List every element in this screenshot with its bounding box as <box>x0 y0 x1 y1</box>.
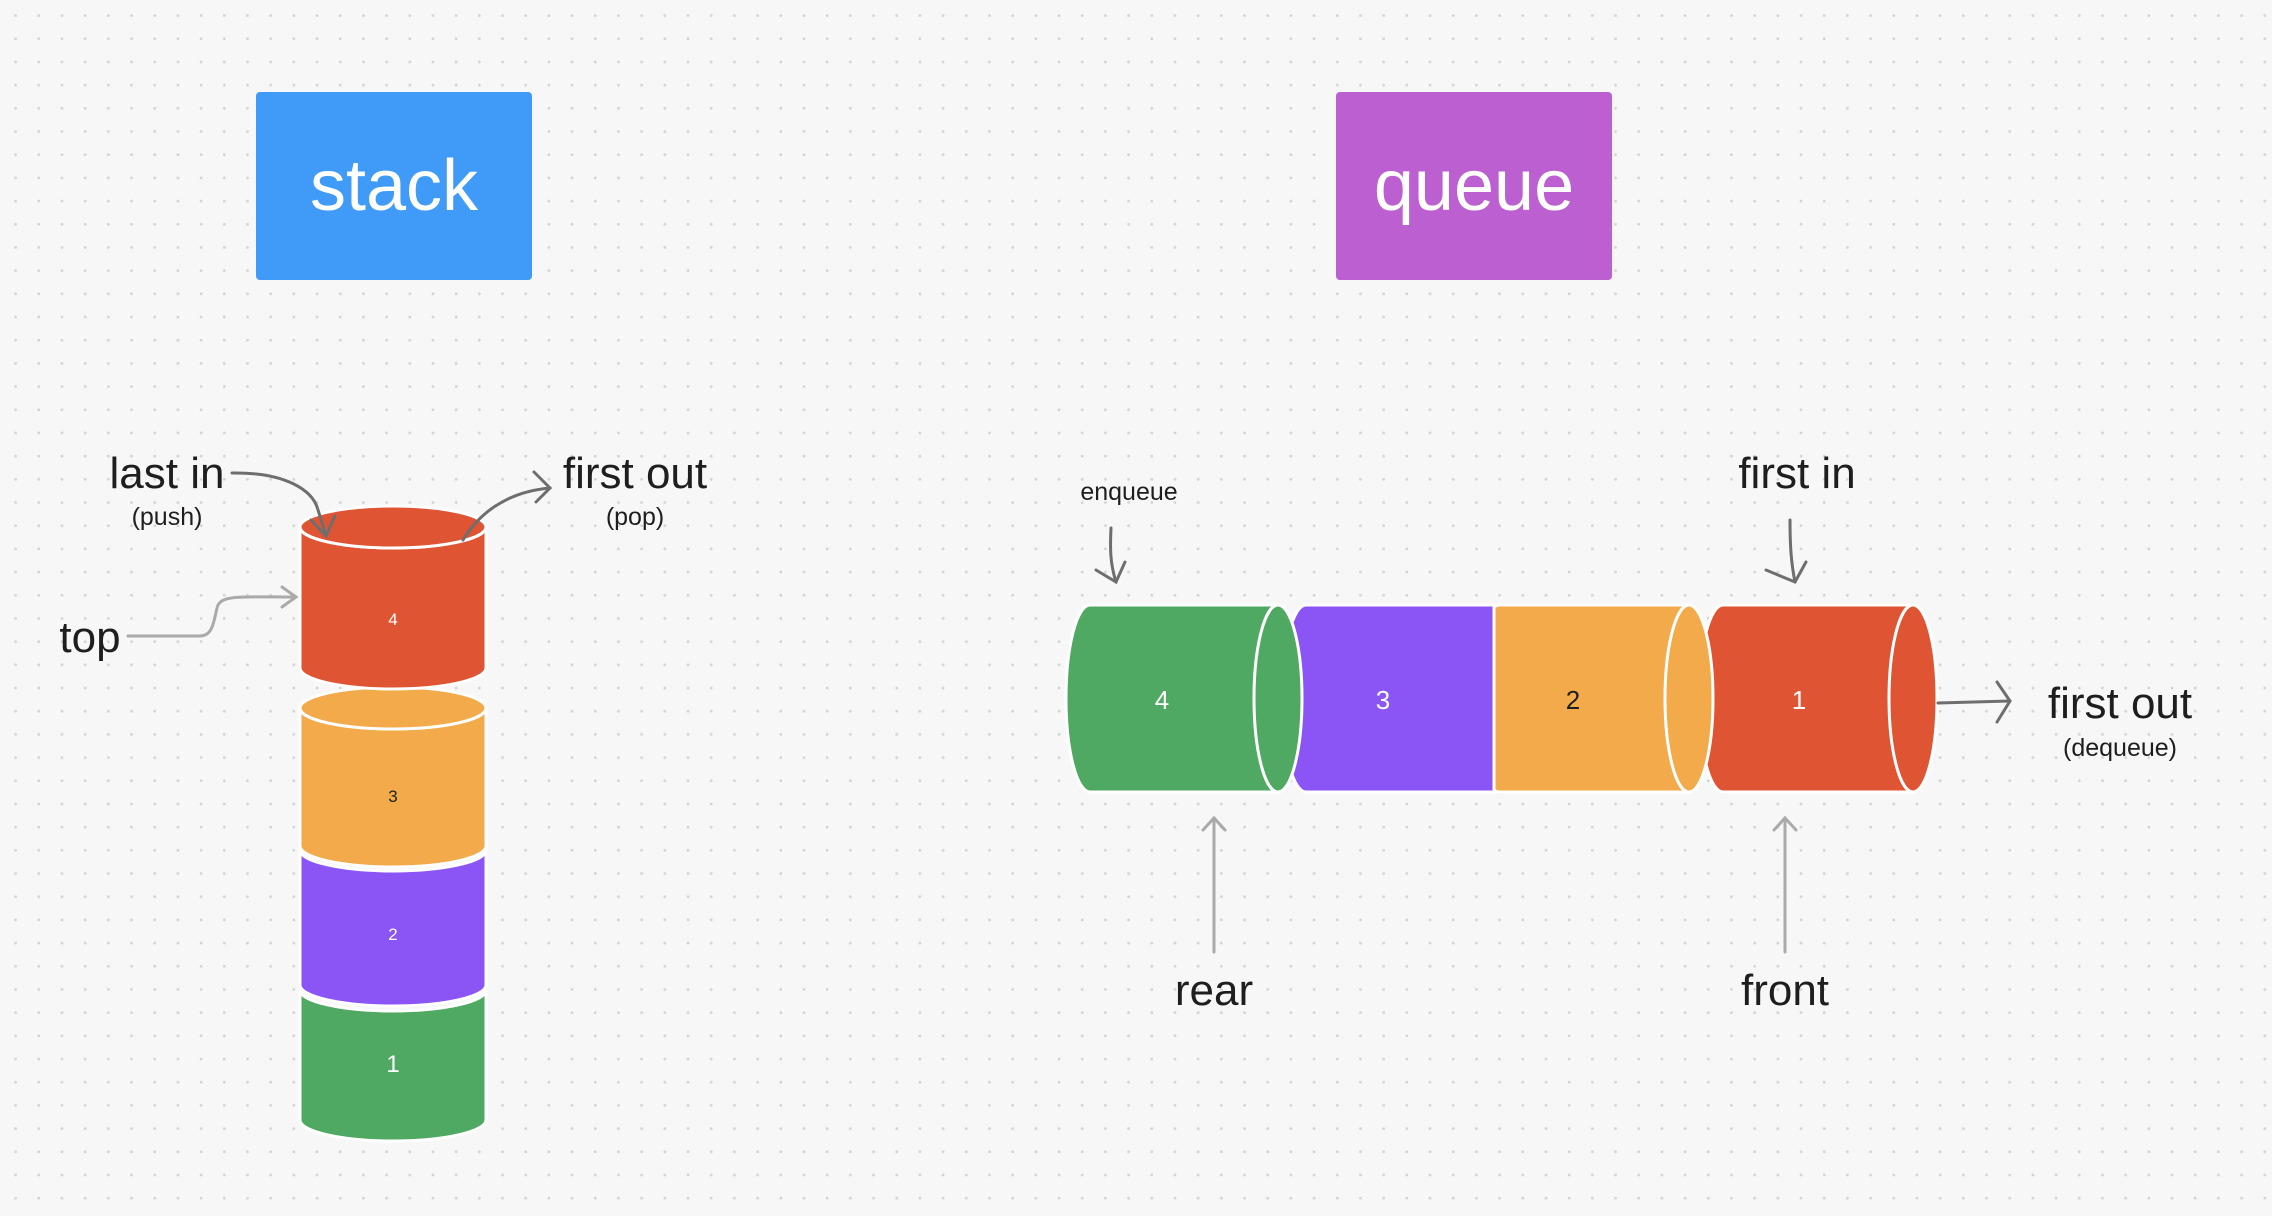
dequeue-arrow <box>1936 680 2012 724</box>
stack-top-label: top <box>59 613 120 662</box>
stack-first-out-label: first out <box>563 449 707 498</box>
queue-enqueue-label: enqueue <box>1080 478 1177 506</box>
queue-item-label: 3 <box>1376 685 1390 715</box>
queue-item-1: 1 <box>1697 603 1939 794</box>
first-in-arrow <box>1764 518 1808 584</box>
queue-dequeue-label: (dequeue) <box>2063 734 2177 762</box>
stack-item-label: 3 <box>388 787 397 806</box>
stack-item-label: 4 <box>388 610 397 629</box>
queue-first-in-label: first in <box>1738 449 1855 498</box>
stack-item-2: 2 <box>298 849 488 1008</box>
queue-item-label: 2 <box>1566 685 1580 715</box>
stack-diagram: 1 2 3 4 last in (push) first out <box>59 449 707 1143</box>
stack-title-box: stack <box>256 92 532 280</box>
queue-title-box: queue <box>1336 92 1612 280</box>
queue-title: queue <box>1373 146 1575 226</box>
stack-pop-label: (pop) <box>606 503 664 531</box>
rear-arrow <box>1201 815 1227 954</box>
stack-title: stack <box>309 146 479 226</box>
queue-diagram: 1 2 3 4 enqueue first in first out <box>1064 449 2192 1015</box>
enqueue-arrow <box>1094 526 1127 585</box>
queue-rear-label: rear <box>1175 966 1253 1015</box>
stack-push-label: (push) <box>132 503 203 531</box>
top-arrow <box>126 585 299 638</box>
stack-item-label: 2 <box>388 925 397 944</box>
queue-item-3: 3 <box>1280 603 1496 794</box>
queue-item-label: 4 <box>1155 685 1169 715</box>
queue-front-label: front <box>1741 966 1829 1015</box>
front-arrow <box>1772 815 1798 954</box>
stack-item-1: 1 <box>298 989 488 1143</box>
queue-item-2: 2 <box>1473 603 1715 794</box>
stack-item-label: 1 <box>386 1051 399 1078</box>
queue-item-4: 4 <box>1064 603 1304 794</box>
first-out-arrow <box>461 470 553 542</box>
stack-item-3: 3 <box>298 685 488 869</box>
stack-last-in-label: last in <box>110 449 225 498</box>
queue-item-label: 1 <box>1792 685 1806 715</box>
last-in-arrow <box>230 471 337 539</box>
queue-first-out-label: first out <box>2048 679 2192 728</box>
stack-item-4: 4 <box>298 504 488 691</box>
